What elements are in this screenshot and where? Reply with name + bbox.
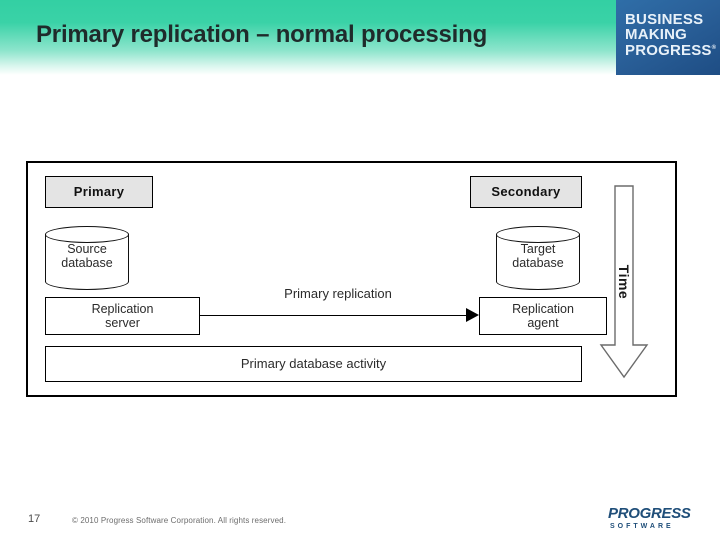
replication-diagram: Primary Source database Replication serv… xyxy=(26,161,677,397)
slide-header-band: Primary replication – normal processing xyxy=(0,0,720,75)
primary-header-label: Primary xyxy=(73,183,125,199)
replication-server-box: Replication server xyxy=(45,297,200,335)
time-axis-arrow: Time xyxy=(597,185,651,379)
cylinder-top-ellipse xyxy=(496,226,580,243)
progress-software-logo-subtitle: SOFTWARE xyxy=(610,523,674,530)
primary-database-activity-label: Primary database activity xyxy=(240,355,387,371)
source-database-label-line1: Source xyxy=(67,242,107,256)
replication-arrow-shaft xyxy=(200,315,468,316)
brand-logo-block: BUSINESS MAKING PROGRESS xyxy=(616,0,720,75)
replication-server-label-line2: server xyxy=(105,316,140,330)
brand-line-progress: PROGRESS xyxy=(616,42,720,58)
replication-agent-label-line2: agent xyxy=(527,316,559,330)
brand-line-business: BUSINESS xyxy=(625,11,704,28)
target-database-cylinder: Target database xyxy=(496,226,580,290)
cylinder-top-ellipse xyxy=(45,226,129,243)
footer-copyright: © 2010 Progress Software Corporation. Al… xyxy=(72,516,287,525)
replication-agent-label-line1: Replication xyxy=(512,301,574,316)
primary-header-box: Primary xyxy=(45,176,153,208)
brand-line-making: MAKING xyxy=(625,26,688,44)
replication-arrow-head-icon xyxy=(466,308,479,322)
secondary-header-box: Secondary xyxy=(470,176,582,208)
target-database-label-line2: database xyxy=(512,256,564,271)
footer-page-number: 17 xyxy=(28,513,41,525)
progress-software-logo-name: PROGRESS xyxy=(608,505,691,522)
replication-arrow-label: Primary replication xyxy=(284,286,392,301)
time-axis-label: Time xyxy=(616,264,632,300)
primary-database-activity-bar: Primary database activity xyxy=(45,346,582,382)
source-database-cylinder: Source database xyxy=(45,226,129,290)
replication-agent-box: Replication agent xyxy=(479,297,607,335)
time-arrow-shape-icon xyxy=(599,185,649,379)
target-database-label: Target database xyxy=(496,242,580,271)
replication-server-label-line1: Replication xyxy=(91,301,154,316)
secondary-header-label: Secondary xyxy=(491,183,561,199)
source-database-label-line2: database xyxy=(61,256,113,271)
page-title: Primary replication – normal processing xyxy=(36,21,488,48)
source-database-label: Source database xyxy=(45,242,129,271)
progress-software-logo: PROGRESS SOFTWARE xyxy=(608,506,698,532)
target-database-label-line1: Target xyxy=(520,242,556,256)
